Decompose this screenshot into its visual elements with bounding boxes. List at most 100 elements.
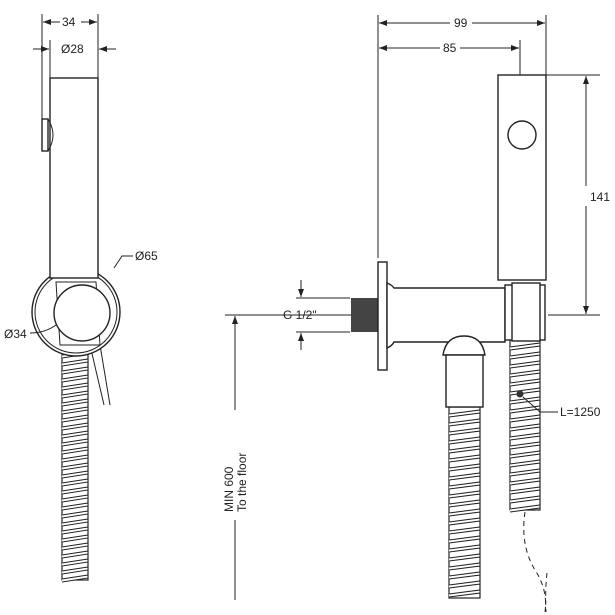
hose-coil (61, 526, 89, 535)
hose-coil (61, 542, 89, 551)
hose-continuation (545, 572, 548, 613)
front-view: L=1250 99 85 141 G 1/2" (283, 15, 610, 613)
hose-coil (61, 478, 89, 487)
hose-coil (448, 472, 481, 481)
hose-length-label: L=1250 (560, 405, 601, 419)
thread (351, 298, 378, 332)
body-pipe (386, 281, 506, 350)
hose-coil (509, 441, 541, 450)
hose-coil (509, 378, 541, 387)
hose-coil (61, 502, 89, 511)
leader-line (522, 396, 558, 413)
hose-coil (61, 390, 89, 399)
hose-coil (61, 358, 89, 367)
hose-coil (448, 463, 481, 472)
handle-front (497, 74, 547, 281)
hose-coil (448, 499, 481, 508)
hose-coil (448, 535, 481, 544)
handle-side (49, 77, 99, 279)
outlet-nut (445, 354, 484, 408)
hose-coil (509, 414, 541, 423)
hose-coil (61, 422, 89, 431)
hose-coil (448, 562, 481, 571)
hose-coil (448, 517, 481, 526)
min-height-note: To the floor (235, 453, 249, 512)
hose-coil (61, 534, 89, 543)
hose-coil (61, 510, 89, 519)
hose-coil (61, 406, 89, 415)
hose-coil (61, 454, 89, 463)
hose-coil (448, 445, 481, 454)
hose-coil (61, 518, 89, 527)
holder-sleeve (511, 282, 541, 342)
holder-ball (53, 284, 111, 342)
dim-wall-plate-label: Ø65 (135, 249, 158, 263)
button-side (41, 118, 49, 152)
hose-coil (61, 486, 89, 495)
outlet-dome (442, 335, 486, 356)
hose-coil (509, 468, 541, 477)
hose-coil (509, 432, 541, 441)
lower-hose (448, 406, 481, 599)
hose-coil (448, 436, 481, 445)
hose-coil (61, 550, 89, 559)
hose-coil (509, 342, 541, 351)
hose-coil (509, 495, 541, 504)
hose-coil (448, 481, 481, 490)
button-front (507, 120, 537, 150)
leader-line (29, 324, 57, 334)
hose-coil (509, 450, 541, 459)
hose-coil (61, 438, 89, 447)
min-height-label: MIN 600 (222, 466, 236, 512)
hose-coil (61, 566, 89, 575)
hose-coil (509, 477, 541, 486)
button-cap (47, 118, 54, 152)
hose-coil (61, 374, 89, 383)
hose-coil (448, 427, 481, 436)
dim-holder-label: Ø34 (4, 327, 27, 341)
hose-coil (61, 494, 89, 503)
hose-coil (61, 558, 89, 567)
hose-coil (448, 454, 481, 463)
hose-coil (61, 382, 89, 391)
side-view: 34 Ø28 Ø65 Ø34 (4, 14, 158, 583)
dim-handle-height-label: 141 (590, 190, 610, 204)
hose-coil (448, 589, 481, 598)
hose-coil (61, 462, 89, 471)
hose-coil (61, 446, 89, 455)
dim-total-depth-label: 99 (454, 16, 468, 30)
side-hose (61, 339, 89, 583)
min-height-dimension: MIN 600 To the floor (220, 314, 355, 600)
hose-coil (448, 580, 481, 589)
hose-coil (448, 553, 481, 562)
side-hose-strand (99, 344, 111, 406)
hose-coil (448, 544, 481, 553)
hose-coil (509, 504, 541, 513)
hose-coil (61, 398, 89, 407)
hose-coil (509, 459, 541, 468)
flange (377, 261, 388, 371)
hose-coil (509, 351, 541, 360)
dim-width-label: 34 (62, 15, 76, 29)
hose-coil (448, 418, 481, 427)
hose-coil (448, 490, 481, 499)
hose-coil (61, 430, 89, 439)
hose-marker (516, 390, 524, 398)
dim-handle-offset-label: 85 (443, 41, 457, 55)
leader-line (113, 255, 133, 269)
hose-coil (61, 366, 89, 375)
hose-coil (509, 423, 541, 432)
side-hose-strand (89, 344, 105, 406)
hose-coil (61, 574, 89, 583)
hose-coil (509, 360, 541, 369)
hose-coil (448, 526, 481, 535)
dim-thread-label: G 1/2" (283, 308, 317, 322)
hose-continuation (523, 511, 546, 613)
dim-handle-diameter-label: Ø28 (61, 42, 84, 56)
hose-coil (509, 369, 541, 378)
hose-coil (448, 508, 481, 517)
hose-coil (61, 414, 89, 423)
hose-coil (509, 486, 541, 495)
hose-coil (448, 571, 481, 580)
